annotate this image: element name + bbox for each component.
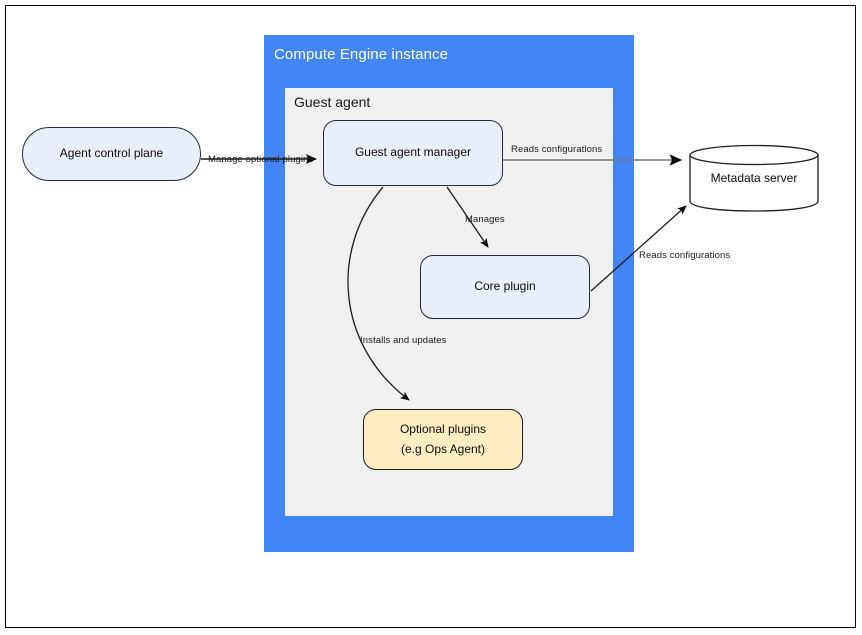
edge-label-reads-configurations-manager: Reads configurations bbox=[511, 144, 603, 155]
node-core-plugin[interactable]: Core plugin bbox=[420, 255, 590, 319]
container-label-guest-agent: Guest agent bbox=[294, 94, 371, 110]
edge-label-reads-configurations-core: Reads configurations bbox=[639, 250, 731, 261]
node-label-guest-agent-manager: Guest agent manager bbox=[354, 145, 472, 160]
node-optional-plugins[interactable]: Optional plugins (e.g Ops Agent) bbox=[363, 409, 523, 470]
edge-label-installs-and-updates: Installs and updates bbox=[360, 335, 447, 346]
edge-label-manage-optional-plugins: Manage optional plugins bbox=[208, 154, 314, 165]
node-label-metadata-server: Metadata server bbox=[710, 171, 798, 185]
node-label-optional-plugins-line2: (e.g Ops Agent) bbox=[400, 441, 486, 456]
node-guest-agent-manager[interactable]: Guest agent manager bbox=[323, 120, 503, 186]
node-metadata-server[interactable]: Metadata server bbox=[689, 144, 819, 212]
node-agent-control-plane[interactable]: Agent control plane bbox=[22, 127, 201, 181]
cylinder-icon bbox=[689, 144, 819, 212]
edge-label-manages: Manages bbox=[465, 214, 505, 225]
node-label-agent-control-plane: Agent control plane bbox=[59, 146, 164, 161]
node-label-core-plugin: Core plugin bbox=[474, 279, 536, 294]
container-label-compute-engine-instance: Compute Engine instance bbox=[274, 46, 449, 63]
node-label-optional-plugins-line1: Optional plugins bbox=[399, 421, 487, 436]
